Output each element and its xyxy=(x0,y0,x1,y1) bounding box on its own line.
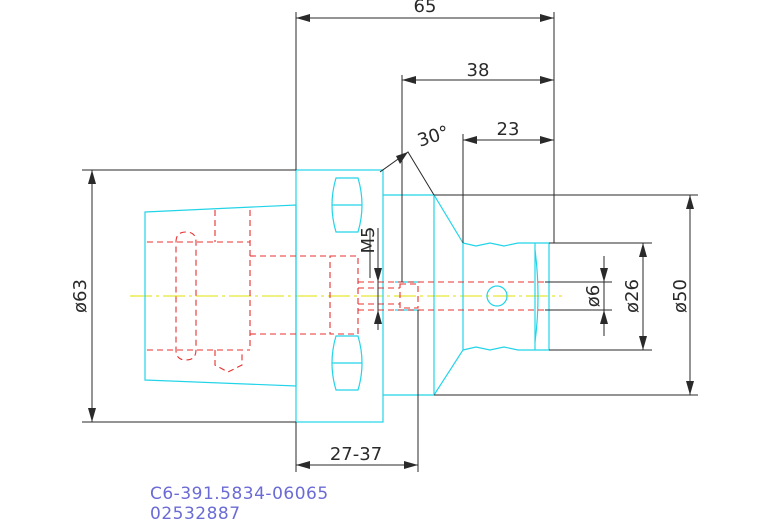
dim-dia-6: ø6 xyxy=(583,285,604,307)
dim-dia-26: ø26 xyxy=(622,279,643,313)
dim-thread: M5 xyxy=(358,227,379,254)
dim-length-overall: 65 xyxy=(414,0,437,17)
dim-length-38: 38 xyxy=(467,60,490,81)
hidden-lines xyxy=(147,210,545,373)
dim-dia-50: ø50 xyxy=(670,279,691,313)
dim-flange-range: 27-37 xyxy=(330,444,382,465)
dim-angle: 30° xyxy=(415,122,452,152)
part-code: C6-391.5834-06065 xyxy=(150,484,329,504)
dim-dia-63: ø63 xyxy=(70,279,91,313)
part-number: 02532887 xyxy=(150,504,241,523)
dim-length-23: 23 xyxy=(497,119,520,140)
dimension-lines xyxy=(82,12,698,472)
dimension-arrows xyxy=(88,14,694,469)
